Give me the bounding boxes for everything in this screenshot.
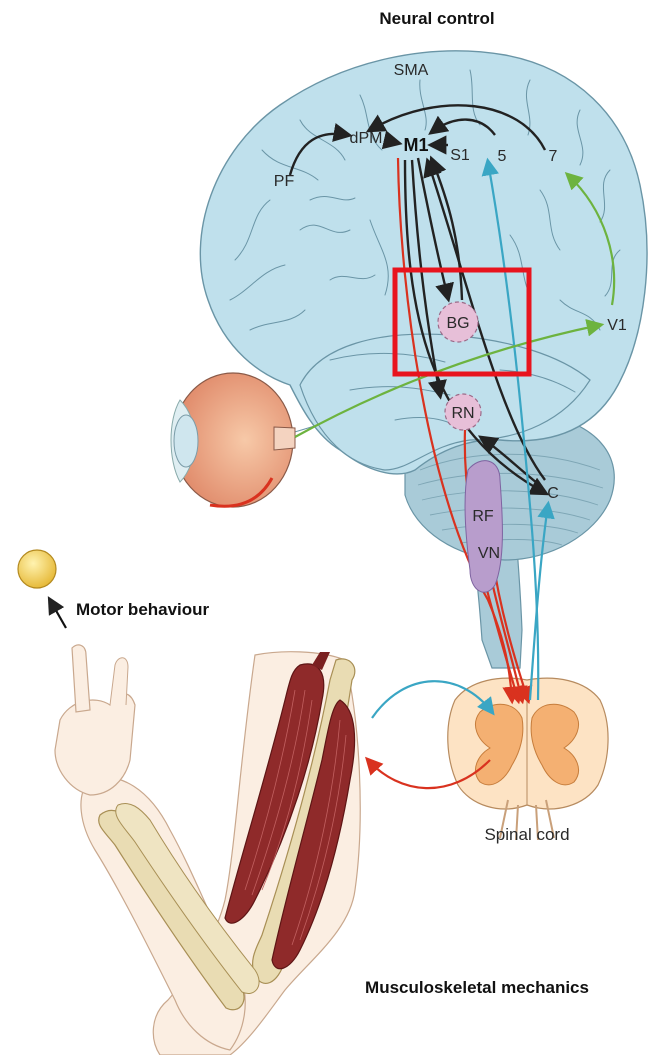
label-rf: RF	[472, 508, 494, 525]
label-sma: SMA	[394, 62, 429, 79]
label-s1: S1	[450, 147, 470, 164]
label-dpm: dPM	[350, 130, 383, 147]
spinal-cord	[448, 678, 608, 840]
label-m1: M1	[403, 135, 428, 155]
musculoskeletal-label: Musculoskeletal mechanics	[365, 978, 589, 997]
label-area7: 7	[549, 148, 558, 165]
label-area5: 5	[498, 148, 507, 165]
label-pf: PF	[274, 173, 295, 190]
label-c: C	[547, 485, 559, 502]
label-vn: VN	[478, 545, 500, 562]
eye	[171, 373, 295, 507]
label-v1: V1	[607, 317, 627, 334]
neural-control-heading: Neural control	[379, 9, 494, 28]
motor-behaviour-arrow	[50, 600, 66, 628]
spinal-cord-label: Spinal cord	[484, 825, 569, 844]
rf-vn-nucleus	[465, 461, 503, 593]
target-ball	[18, 550, 56, 588]
arm	[55, 645, 360, 1055]
label-rn: RN	[451, 405, 474, 422]
label-bg: BG	[446, 315, 469, 332]
motor-behaviour-label: Motor behaviour	[76, 600, 210, 619]
